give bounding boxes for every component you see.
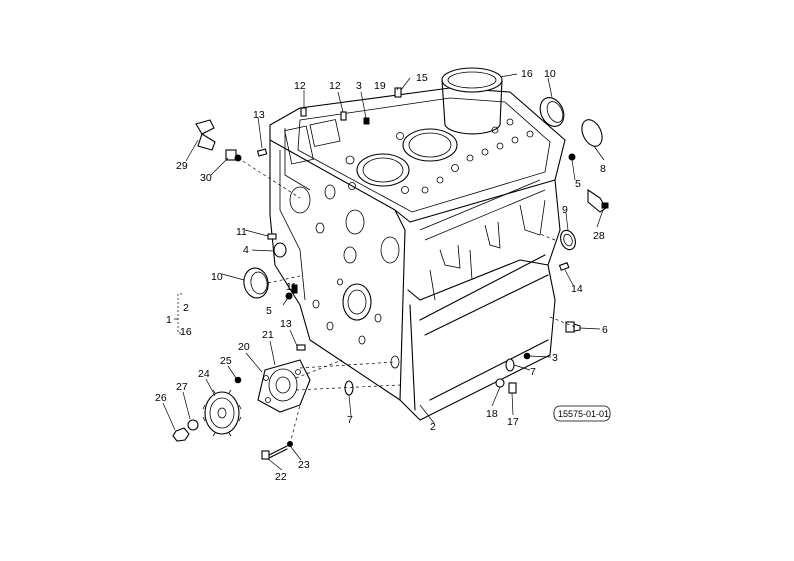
callout-10-right: 10 (544, 68, 556, 80)
callout-15: 15 (416, 72, 428, 84)
plug-4 (273, 242, 287, 258)
callout-9: 9 (562, 204, 568, 216)
plug-small-right (523, 352, 531, 360)
callout-21: 21 (262, 329, 274, 341)
callout-7-right: 7 (530, 366, 536, 378)
cylinder-block (269, 87, 566, 421)
oil-seal-right (560, 229, 576, 251)
callout-30: 30 (200, 172, 212, 184)
callout-1: 1 (166, 314, 172, 326)
callout-18: 18 (486, 408, 498, 420)
callout-labels: 1 2 16 12 12 3 19 15 16 10 8 5 28 9 14 6… (155, 68, 608, 483)
plug-5-left (285, 292, 293, 300)
callout-2: 2 (430, 421, 436, 433)
drawing-code: 15575-01-01 (558, 409, 609, 419)
pin-top-12b (340, 111, 347, 121)
callout-3-right: 3 (552, 352, 558, 364)
pin-11-upper (267, 233, 277, 240)
callout-5-left: 5 (266, 305, 272, 317)
callout-11-upper: 11 (236, 226, 247, 238)
dowel-pin (558, 262, 570, 271)
cup-plug-lower (344, 380, 354, 396)
callout-17: 17 (507, 416, 519, 428)
callout-4: 4 (243, 244, 249, 256)
callout-6: 6 (602, 324, 608, 336)
callout-16-group: 16 (180, 326, 192, 338)
callout-22: 22 (275, 471, 287, 483)
plug-top-right (539, 97, 565, 127)
leader-lines (162, 73, 605, 471)
callout-14: 14 (571, 283, 583, 295)
callout-29: 29 (176, 160, 188, 172)
drain-cock (495, 378, 517, 394)
callout-12b: 12 (329, 80, 341, 92)
callout-20: 20 (238, 341, 250, 353)
pin-top-12a (300, 107, 307, 117)
callout-13-lower: 13 (280, 318, 292, 330)
callout-25: 25 (220, 355, 232, 367)
callout-23: 23 (298, 459, 310, 471)
callout-24: 24 (198, 368, 210, 380)
callout-19: 19 (374, 80, 386, 92)
end-plate (581, 119, 603, 147)
cup-plug-right (505, 358, 515, 372)
drawing-code-box: 15575-01-01 (553, 405, 611, 422)
cylinder-bores (345, 118, 534, 194)
cylinder-liner (441, 67, 503, 135)
bolt-22 (261, 445, 288, 460)
callout-5-right: 5 (575, 178, 581, 190)
callout-10-left: 10 (211, 271, 223, 283)
drain-plug (565, 321, 581, 333)
callout-13-top: 13 (253, 109, 265, 121)
oil-pump (257, 359, 311, 413)
pin-25 (234, 376, 242, 384)
nut-26 (172, 427, 190, 442)
callout-12a: 12 (294, 80, 306, 92)
callout-28: 28 (593, 230, 605, 242)
pin-11-lower (291, 284, 298, 294)
callout-16: 16 (521, 68, 533, 80)
dowel-top (394, 87, 402, 98)
callout-8: 8 (600, 163, 606, 175)
plug-left (243, 267, 269, 299)
pump-drive-gear (202, 389, 242, 437)
pin-13 (256, 148, 268, 157)
plug-bolt-right (568, 153, 576, 161)
callout-27: 27 (176, 381, 188, 393)
callout-3-top: 3 (356, 80, 362, 92)
water-fitting (195, 119, 242, 162)
front-face-holes (289, 184, 400, 369)
oil-pressure-switch (587, 188, 609, 213)
callout-7-lower: 7 (347, 414, 353, 426)
pin-13-lower (296, 344, 306, 351)
callout-11-lower: 11 (286, 281, 297, 293)
washer-27 (187, 419, 199, 431)
callout-2-group: 2 (183, 302, 189, 314)
callout-26: 26 (155, 392, 167, 404)
plug-small-top (363, 117, 370, 125)
